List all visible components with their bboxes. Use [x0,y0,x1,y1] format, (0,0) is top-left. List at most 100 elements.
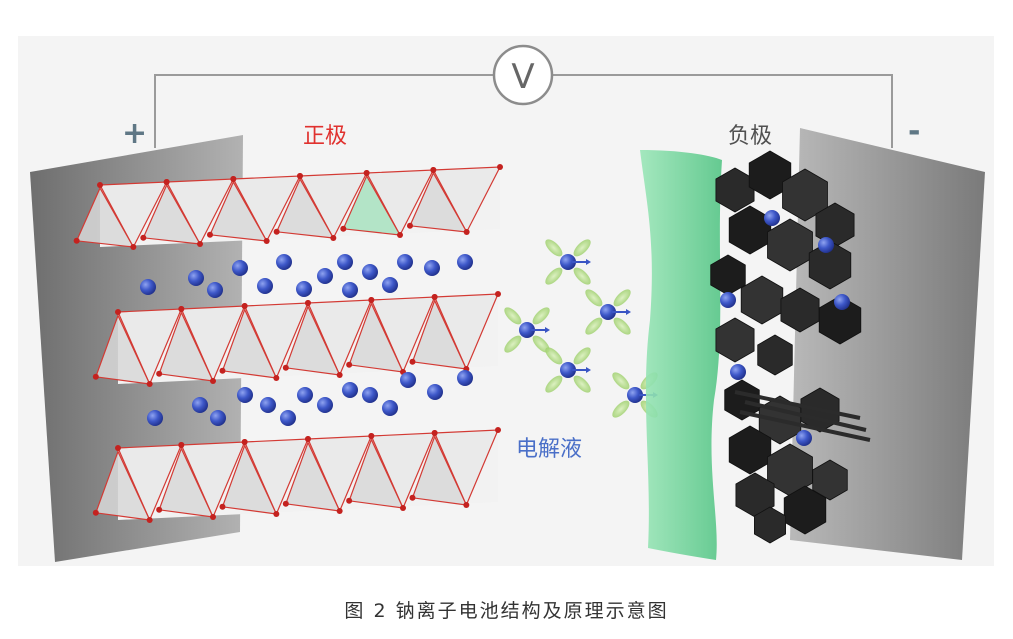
octahedron-face [433,293,499,371]
oxygen-atom [273,228,280,235]
negative-terminal-sign: - [908,114,921,149]
oxygen-atom [146,381,153,387]
sodium-ion-icon [457,370,473,386]
sodium-ion-icon [382,400,398,416]
octahedron-face [243,302,309,380]
oxygen-atom [241,303,248,309]
oxygen-atom [273,511,280,517]
sodium-ion-icon [260,397,276,413]
graphene-hexagon [754,506,786,544]
octahedron-face [370,296,436,374]
solvated-ion-icon [545,239,591,285]
cathode-sodium-ions [140,254,473,426]
oxygen-atom [207,231,213,238]
oxygen-atom [210,378,216,384]
sodium-ion-icon [297,387,313,403]
octahedron-face [99,181,168,249]
oxygen-atom [163,179,170,185]
oxygen-atom [431,294,438,300]
oxygen-atom [330,235,337,241]
oxygen-atom [431,430,438,436]
graphene-hexagon [818,295,862,345]
oxygen-atom [73,237,80,244]
oxygen-atom [305,436,311,442]
octahedron-face [307,299,373,377]
graphene-hexagon [728,425,772,475]
oxygen-atom [178,306,185,312]
solvated-ion-icon [504,307,550,353]
octahedron-face [180,305,246,383]
octahedron-face [221,444,278,515]
graphene-sheet-edge [744,400,867,432]
oxygen-atom [407,222,413,229]
solvated-ion-icon [585,289,631,335]
octahedron-face [411,435,468,506]
cathode-label: 正极 [303,124,348,149]
sodium-ion-icon [362,264,378,280]
sodium-ion-icon [342,282,358,298]
graphene-hexagon [808,240,852,290]
svg-text:V: V [511,57,534,97]
sodium-ion-icon [397,254,413,270]
oxygen-atom [282,364,289,371]
oxygen-atom [178,442,185,448]
oxygen-atom [115,445,121,451]
oxygen-atom [156,370,163,377]
oxygen-atom [282,500,289,507]
oxygen-atom [241,439,248,445]
oxygen-atom [346,497,353,504]
oxygen-atom [305,300,311,306]
octahedron-face [348,438,405,509]
oxygen-atom [409,494,416,501]
sodium-ion-icon [457,254,473,270]
octahedron-face [370,432,436,510]
sodium-ion-icon [720,292,736,308]
sodium-ion-icon [427,384,443,400]
sodium-ion-icon [834,294,850,310]
voltmeter-icon: V [492,44,554,106]
octahedron-face [432,166,502,234]
octahedron-face [95,314,151,385]
octahedron-face [433,429,499,507]
graphene-sheet-edge [734,390,861,420]
graphene-hexagon [782,168,828,222]
graphene-hexagon [812,459,848,501]
sodium-ion-icon [140,279,156,295]
sodium-ion-icon [257,278,273,294]
octahedron-face [209,180,268,242]
sodium-ion-icon [232,260,248,276]
sodium-ion-icon [276,254,292,270]
sodium-ion-icon [210,410,226,426]
oxygen-atom [495,427,501,433]
oxygen-atom [273,375,280,381]
oxygen-atom [463,229,470,235]
sodium-ion-icon [207,282,223,298]
octahedron-face [275,177,335,239]
graphene-hexagon [740,275,784,325]
oxygen-atom [368,297,375,303]
oxygen-atom [219,367,226,374]
oxygen-atom [363,170,370,176]
anode-sodium-ions [720,210,850,446]
octahedron-face [348,302,405,373]
octahedron-face [299,172,368,240]
sodium-ion-icon [382,277,398,293]
oxygen-atom [346,361,353,368]
oxygen-atom [340,225,347,232]
sodium-ion-icon [400,372,416,388]
sodium-ion-icon [764,210,780,226]
oxygen-atom [297,173,303,179]
oxygen-atom [130,244,137,250]
oxygen-atom [140,234,147,241]
oxygen-atom [409,358,416,365]
circuit-wire-right [553,74,893,148]
graphene-sheet-edge [739,410,871,442]
octahedron-face [117,308,183,386]
oxygen-atom [115,309,121,315]
sodium-ion-icon [424,260,440,276]
sodium-ion-icon [730,364,746,380]
oxygen-atom [497,164,503,170]
octahedron-face [75,186,135,248]
